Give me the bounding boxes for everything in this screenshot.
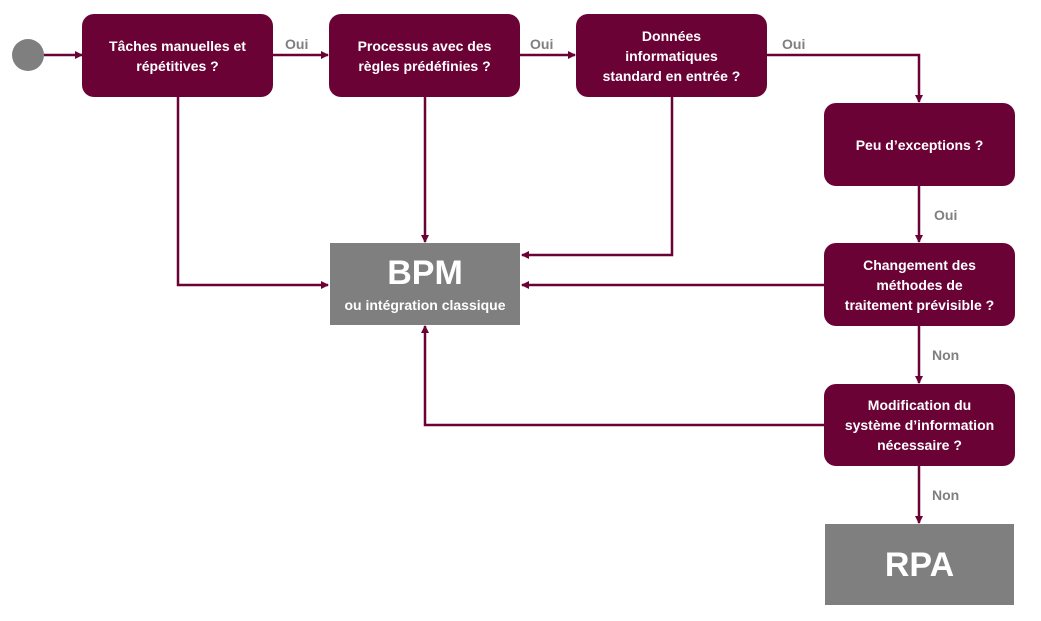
node-predefined-rules: Processus avec des règles prédéfinies ? <box>329 14 520 97</box>
start-node <box>12 39 44 71</box>
edge-input-to-bpm <box>521 97 674 259</box>
label-yes-2: Oui <box>530 36 554 52</box>
edge-infosys-to-bpm <box>421 325 824 427</box>
label-yes-1: Oui <box>285 36 309 52</box>
node-predictable-change: Changement des méthodes de traitement pr… <box>824 243 1015 326</box>
node-info-system-change: Modification du système d’information né… <box>824 384 1015 466</box>
rpa-title: RPA <box>884 545 955 584</box>
label-yes-3: Oui <box>782 36 806 52</box>
label-no-2: Non <box>932 487 960 503</box>
node-few-exceptions: Peu d’exceptions ? <box>824 103 1015 186</box>
label-yes-4: Oui <box>934 207 958 223</box>
node-standard-input: Données informatiques standard en entrée… <box>576 14 767 97</box>
edge-manual-to-bpm <box>176 97 329 289</box>
bpm-title: BPM <box>387 254 463 292</box>
node-manual-tasks: Tâches manuelles et répétitives ? <box>82 14 273 97</box>
outcome-rpa: RPA <box>825 524 1014 605</box>
outcome-bpm: BPM ou intégration classique <box>330 243 520 325</box>
label-no-1: Non <box>932 347 960 363</box>
bpm-subtitle: ou intégration classique <box>344 297 506 313</box>
edge-input-to-exceptions <box>767 53 923 103</box>
